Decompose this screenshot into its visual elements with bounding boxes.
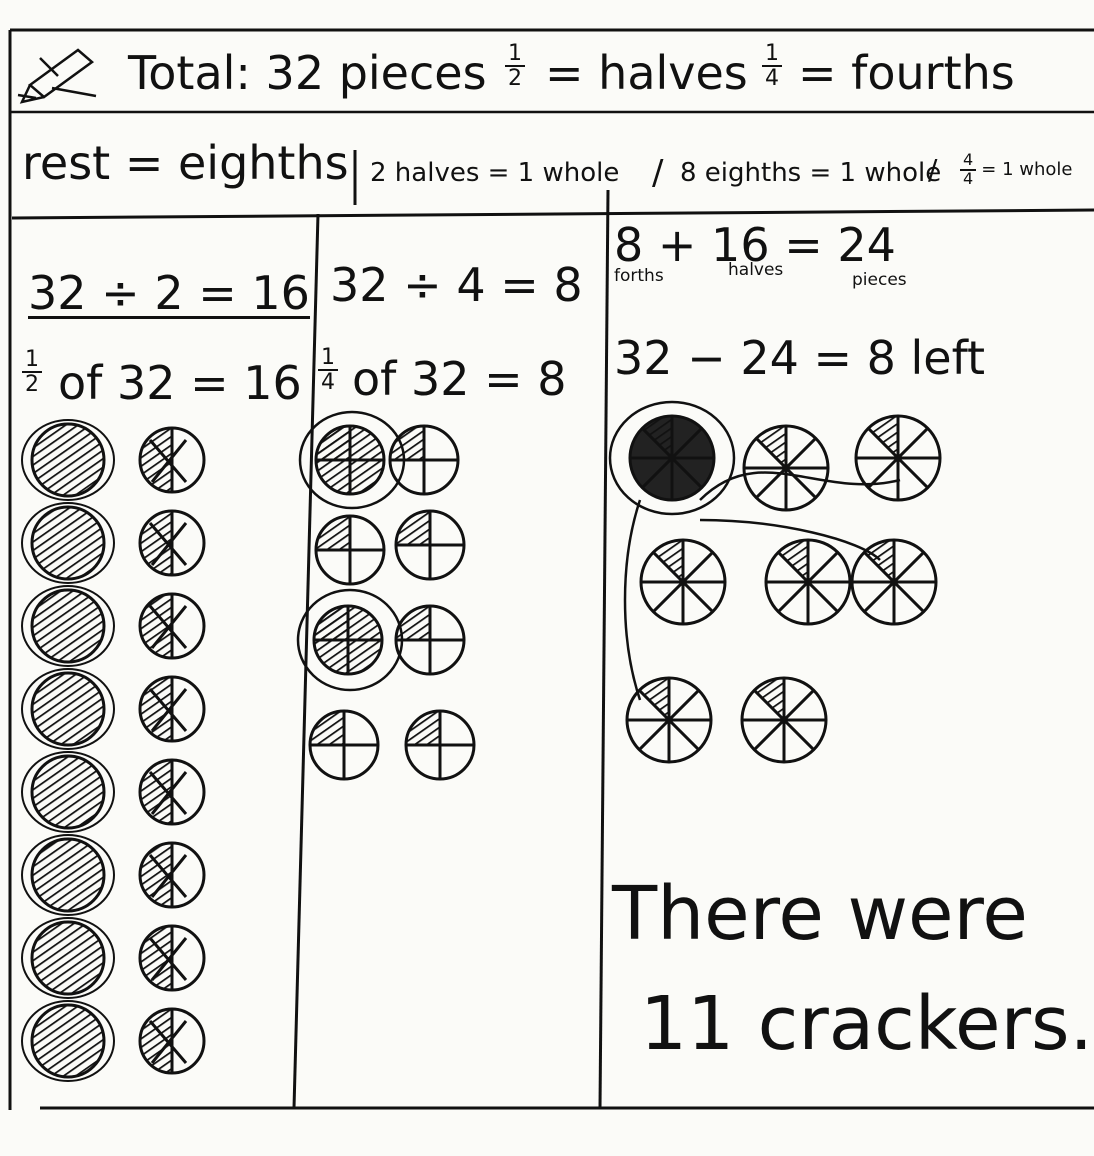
eighth-cracker [742,678,826,762]
half-cracker [22,835,204,915]
slash-separator: / [652,156,663,190]
half-cracker [22,586,204,666]
half-cracker [22,1001,204,1081]
fourth-piece [406,711,474,779]
eighths-whole: 8 eighths = 1 whole [680,160,941,186]
half-numerator: 1 [505,42,525,67]
eighth-cracker [630,416,714,500]
answer-line-1: There were [612,870,1028,959]
col1-of-statement: of 32 = 16 [58,360,302,406]
slash-separator: / [928,156,937,184]
fourth-piece [316,516,384,584]
pencil-icon [18,50,96,102]
fourths-definition: = fourths [798,50,1015,96]
col3-label-fourths: forths [614,268,664,285]
fourths-numerator: 4 [960,152,976,171]
quarter-numerator: 1 [762,42,782,67]
eighth-cracker [744,426,828,510]
col2-quarter-den: 4 [318,371,338,394]
fourths-whole-tail: = 1 whole [981,159,1072,180]
col2-of-statement: of 32 = 8 [352,356,567,402]
col2-quarter-num: 1 [318,346,338,371]
half-cracker [22,918,204,998]
col3-label-halves: halves [728,262,783,279]
col3-subtraction: 32 − 24 = 8 left [614,335,985,381]
fourth-piece [314,606,382,674]
col2-division: 32 ÷ 4 = 8 [330,262,583,308]
connector-line [625,500,640,700]
half-cracker [22,669,204,749]
eighth-cracker [641,540,725,624]
fourth-piece [316,426,384,494]
eighth-cracker [852,540,936,624]
col-divider-2 [600,190,608,1108]
rest-eighths: rest = eighths [22,140,349,186]
header-divider [12,210,1094,218]
answer-line-2: 11 crackers. [640,980,1093,1069]
col1-division: 32 ÷ 2 = 16 [28,270,310,319]
half-cracker [22,503,204,583]
half-cracker [22,752,204,832]
fourth-piece [396,606,464,674]
half-denominator: 2 [505,67,525,90]
quarter-denominator: 4 [762,67,782,90]
fourth-piece [390,426,458,494]
col1-half-den: 2 [22,373,42,396]
fourth-piece [396,511,464,579]
eighth-cracker [627,678,711,762]
fourths-denominator: 4 [960,171,976,188]
eighth-cracker [766,540,850,624]
fourth-piece [310,711,378,779]
total-text: Total: 32 pieces [128,50,487,96]
eighth-cracker [856,416,940,500]
col-divider-1 [294,214,318,1108]
halves-whole: 2 halves = 1 whole [370,160,619,186]
col1-half-num: 1 [22,348,42,373]
half-cracker [22,420,204,500]
col3-label-pieces: pieces [852,272,907,289]
halves-definition: = halves [545,50,748,96]
